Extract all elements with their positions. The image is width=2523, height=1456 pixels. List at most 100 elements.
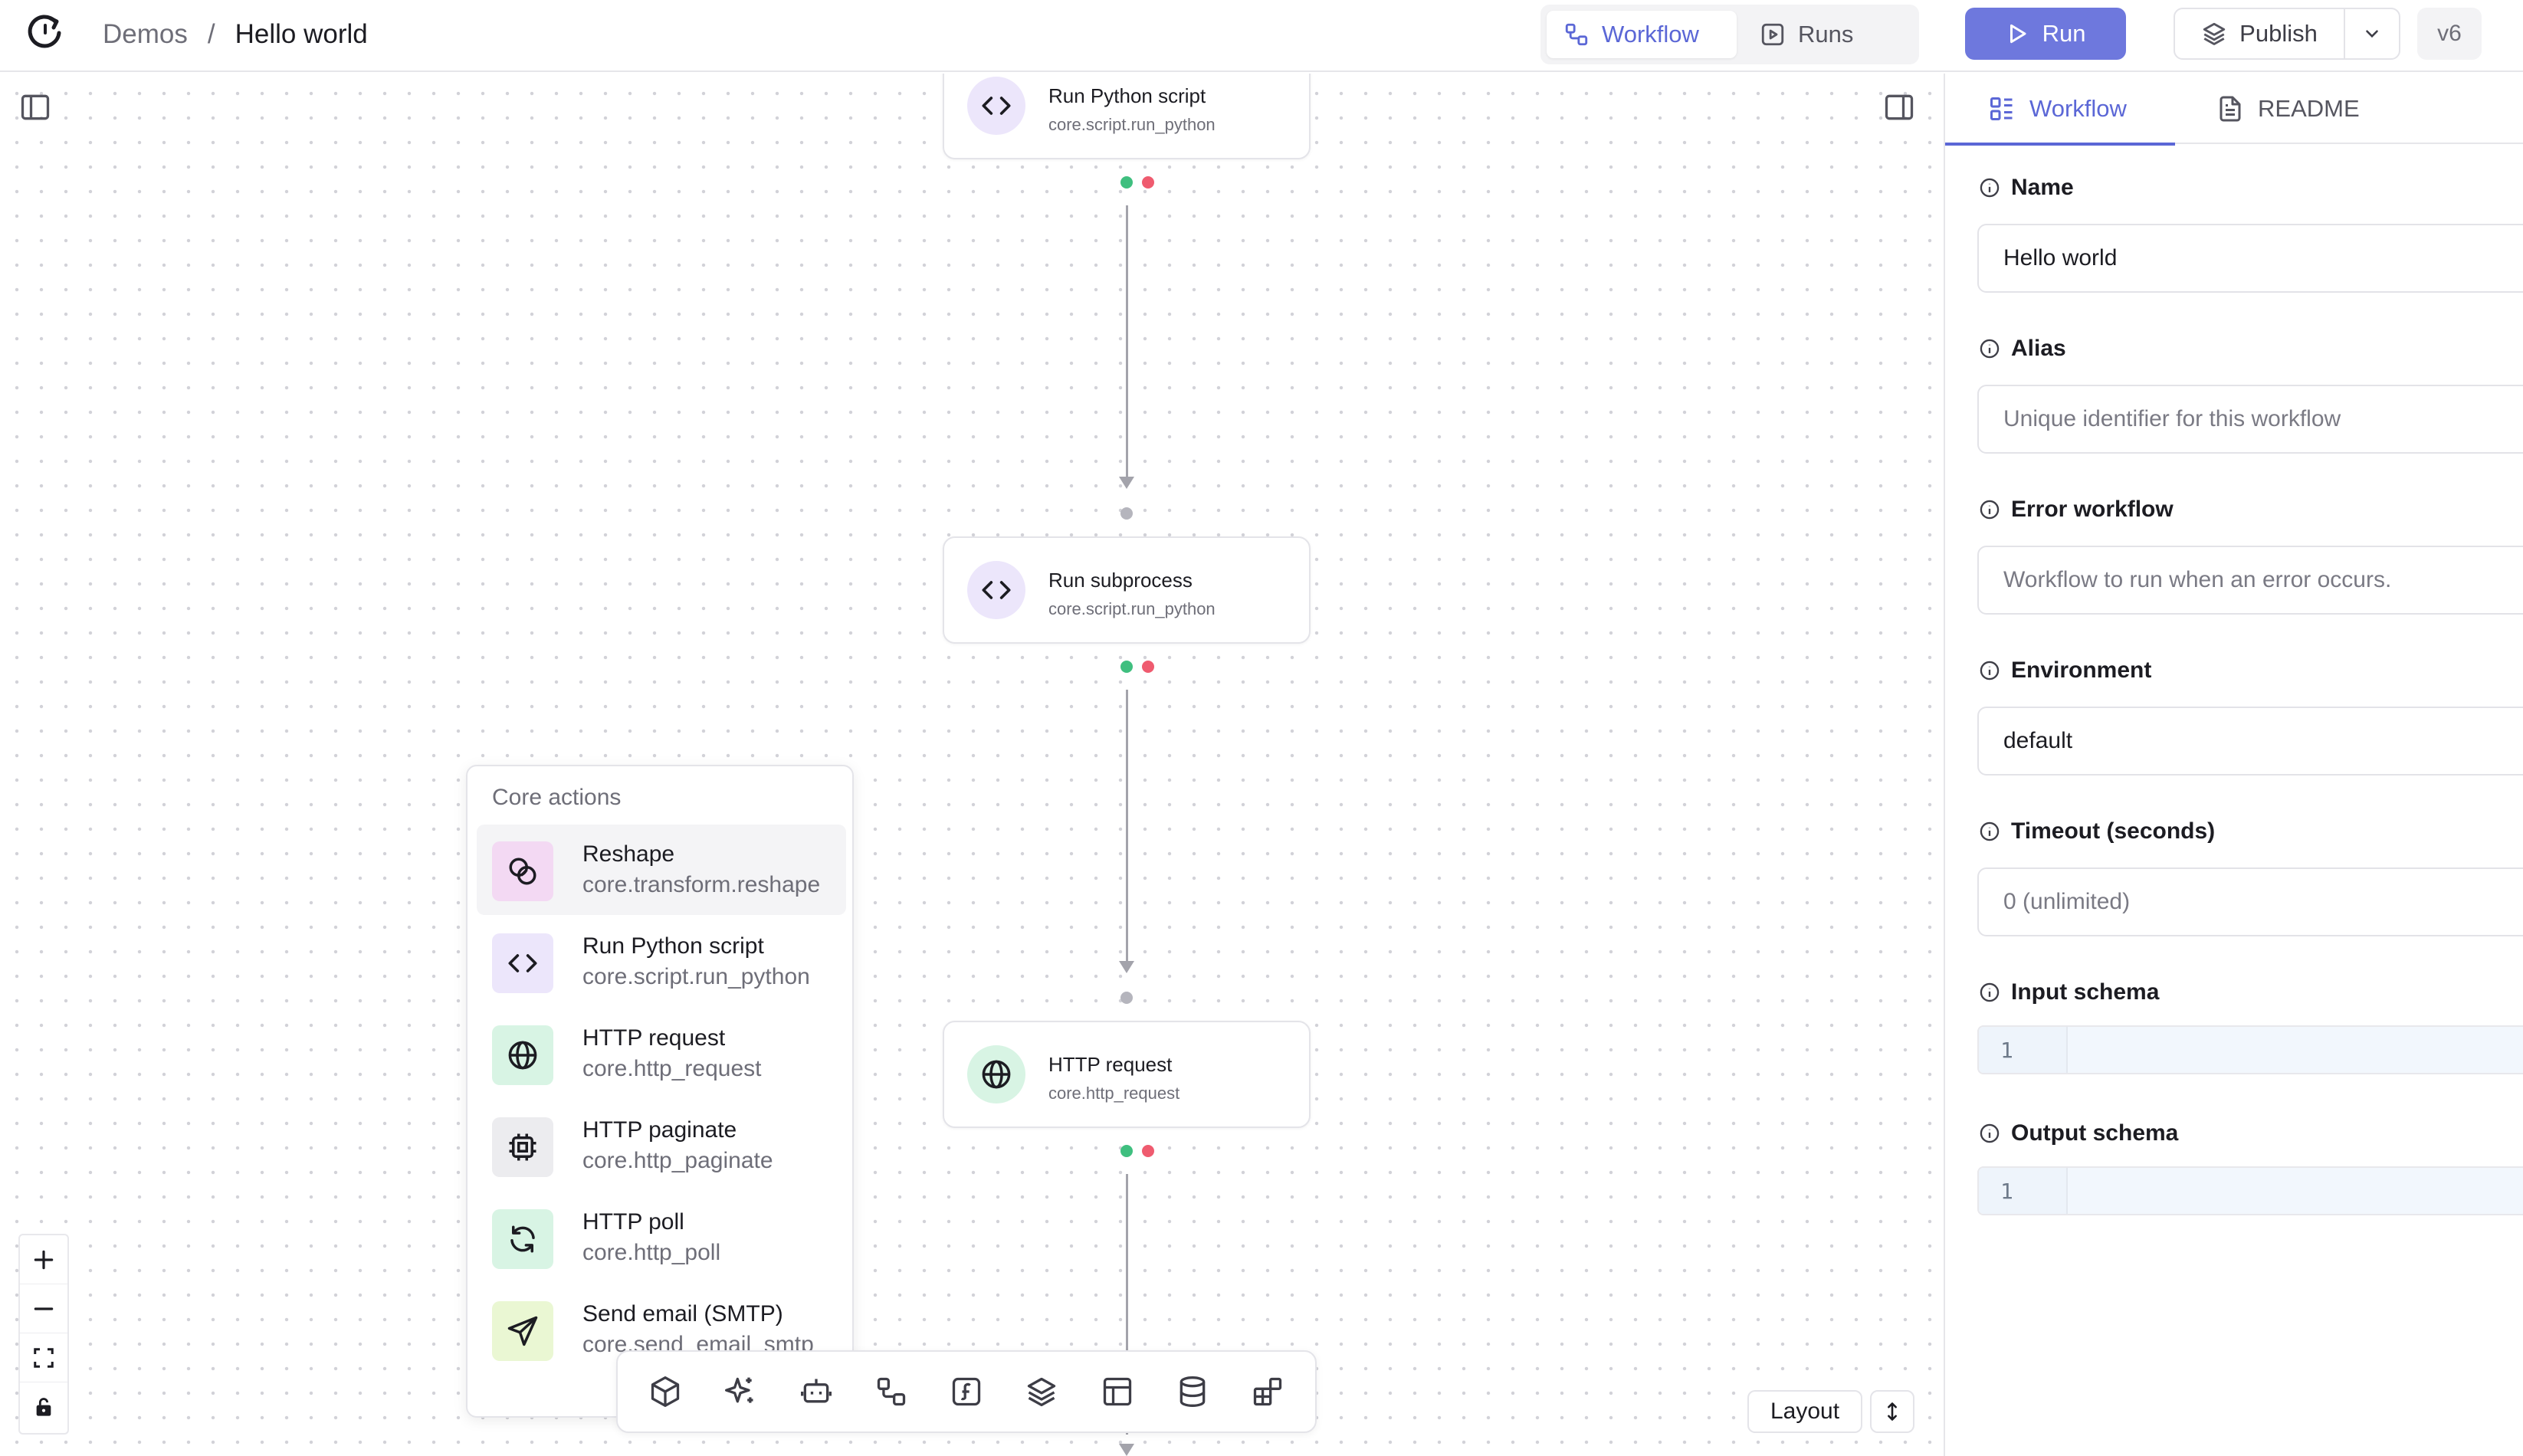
node-subtitle: core.script.run_python (1048, 115, 1216, 134)
menu-item-http-request[interactable]: HTTP request core.http_request (477, 1008, 846, 1099)
workflow-canvas[interactable]: Run Python script core.script.run_python… (0, 74, 1944, 1456)
output-schema-editor[interactable]: 1 (1977, 1166, 2523, 1215)
version-badge[interactable]: v6 (2417, 8, 2482, 60)
success-handle[interactable] (1120, 176, 1133, 189)
run-button[interactable]: Run (1965, 8, 2126, 60)
function-icon (950, 1375, 983, 1408)
line-number: 1 (1979, 1168, 2068, 1214)
input-schema-label-text: Input schema (2011, 979, 2160, 1005)
toolbar-function-button[interactable] (934, 1359, 999, 1424)
tracecat-logo-icon[interactable] (26, 14, 64, 52)
publish-dropdown-button[interactable] (2345, 9, 2399, 58)
menu-item-subtitle: core.http_paginate (582, 1148, 773, 1173)
layout-direction-button[interactable] (1870, 1390, 1914, 1433)
panel-tab-workflow[interactable]: Workflow (1945, 74, 2175, 146)
toolbar-ai-button[interactable] (708, 1359, 773, 1424)
breadcrumb-item-demos[interactable]: Demos (103, 19, 188, 49)
toolbar-integrations-button[interactable] (1235, 1359, 1300, 1424)
fit-view-button[interactable] (20, 1333, 67, 1382)
tab-workflow[interactable]: Workflow (1547, 11, 1737, 58)
timeout-label-text: Timeout (seconds) (2011, 818, 2216, 844)
panel-tabs: Workflow README (1945, 74, 2523, 146)
environment-input[interactable]: default (1977, 707, 2523, 776)
workflow-node[interactable]: HTTP request core.http_request (943, 1021, 1311, 1128)
toolbar-database-button[interactable] (1160, 1359, 1225, 1424)
output-schema-label-text: Output schema (2011, 1120, 2179, 1146)
reshape-icon (492, 841, 553, 901)
panel-tab-readme[interactable]: README (2175, 74, 2374, 144)
menu-item-http-poll[interactable]: HTTP poll core.http_poll (477, 1192, 846, 1283)
app-header: Demos / Hello world Workflow Runs (0, 0, 2523, 72)
toggle-right-sidebar-icon[interactable] (1882, 90, 1916, 124)
toggle-left-sidebar-icon[interactable] (18, 90, 52, 124)
error-handle[interactable] (1142, 1145, 1154, 1157)
edge-line (1126, 690, 1128, 962)
zoom-controls (18, 1234, 69, 1435)
menu-item-http-paginate[interactable]: HTTP paginate core.http_paginate (477, 1100, 846, 1191)
publish-button-group: Publish (2174, 8, 2400, 60)
code-area[interactable] (2068, 1168, 2523, 1214)
node-toolbar (616, 1350, 1317, 1433)
code-icon (967, 561, 1025, 619)
code-icon (492, 933, 553, 993)
layout-button[interactable]: Layout (1747, 1390, 1862, 1433)
toolbar-workflow-button[interactable] (859, 1359, 924, 1424)
publish-button-label: Publish (2239, 20, 2318, 47)
target-handle[interactable] (1120, 507, 1133, 520)
zoom-out-button[interactable] (20, 1284, 67, 1333)
tab-runs[interactable]: Runs (1743, 11, 1870, 58)
publish-button[interactable]: Publish (2175, 9, 2345, 58)
box-icon (648, 1375, 682, 1408)
breadcrumb-item-current: Hello world (235, 19, 368, 49)
refresh-icon (492, 1209, 553, 1269)
menu-item-title: HTTP request (582, 1025, 726, 1051)
code-area[interactable] (2068, 1027, 2523, 1073)
lock-button[interactable] (20, 1382, 67, 1431)
toolbar-agent-button[interactable] (784, 1359, 848, 1424)
minus-icon (31, 1297, 56, 1321)
input-schema-editor[interactable]: 1 (1977, 1025, 2523, 1074)
node-title: HTTP request (1048, 1053, 1173, 1076)
error-handle[interactable] (1142, 661, 1154, 673)
edge-arrow (1119, 961, 1134, 973)
globe-icon (492, 1025, 553, 1085)
core-actions-menu: Core actions Reshape core.transform.resh… (466, 765, 854, 1418)
alias-label-text: Alias (2011, 336, 2066, 361)
node-title: Run Python script (1048, 84, 1206, 107)
workflow-node[interactable]: Run Python script core.script.run_python (943, 74, 1311, 159)
error-handle[interactable] (1142, 176, 1154, 189)
workflow-icon (1563, 21, 1590, 48)
menu-item-title: Send email (SMTP) (582, 1301, 783, 1326)
menu-item-reshape[interactable]: Reshape core.transform.reshape (477, 825, 846, 915)
zoom-in-button[interactable] (20, 1235, 67, 1284)
arrow-up-down-icon (1882, 1399, 1903, 1424)
target-handle[interactable] (1120, 992, 1133, 1004)
tab-runs-label: Runs (1798, 21, 1854, 48)
toolbar-table-button[interactable] (1085, 1359, 1150, 1424)
success-handle[interactable] (1120, 661, 1133, 673)
node-subtitle: core.http_request (1048, 1084, 1180, 1103)
info-icon (1979, 177, 2000, 198)
code-icon (967, 77, 1025, 135)
menu-header: Core actions (492, 785, 622, 810)
layers-icon (1025, 1375, 1058, 1408)
menu-item-run-python[interactable]: Run Python script core.script.run_python (477, 917, 846, 1007)
edge-arrow (1119, 477, 1134, 489)
chevron-down-icon (2362, 24, 2382, 44)
error-workflow-input[interactable]: Workflow to run when an error occurs. (1977, 546, 2523, 615)
cpu-icon (492, 1117, 553, 1177)
run-button-label: Run (2042, 20, 2086, 47)
menu-item-subtitle: core.script.run_python (582, 964, 810, 989)
workflow-node[interactable]: Run subprocess core.script.run_python (943, 536, 1311, 644)
node-subtitle: core.script.run_python (1048, 599, 1216, 618)
name-input[interactable]: Hello world (1977, 224, 2523, 293)
success-handle[interactable] (1120, 1145, 1133, 1157)
toolbar-box-button[interactable] (633, 1359, 697, 1424)
info-icon (1979, 660, 2000, 681)
info-icon (1979, 1123, 2000, 1144)
timeout-input[interactable]: 0 (unlimited) (1977, 867, 2523, 936)
info-icon (1979, 338, 2000, 359)
alias-input[interactable]: Unique identifier for this workflow (1977, 385, 2523, 454)
breadcrumb-separator: / (207, 19, 215, 49)
toolbar-layers-button[interactable] (1009, 1359, 1074, 1424)
